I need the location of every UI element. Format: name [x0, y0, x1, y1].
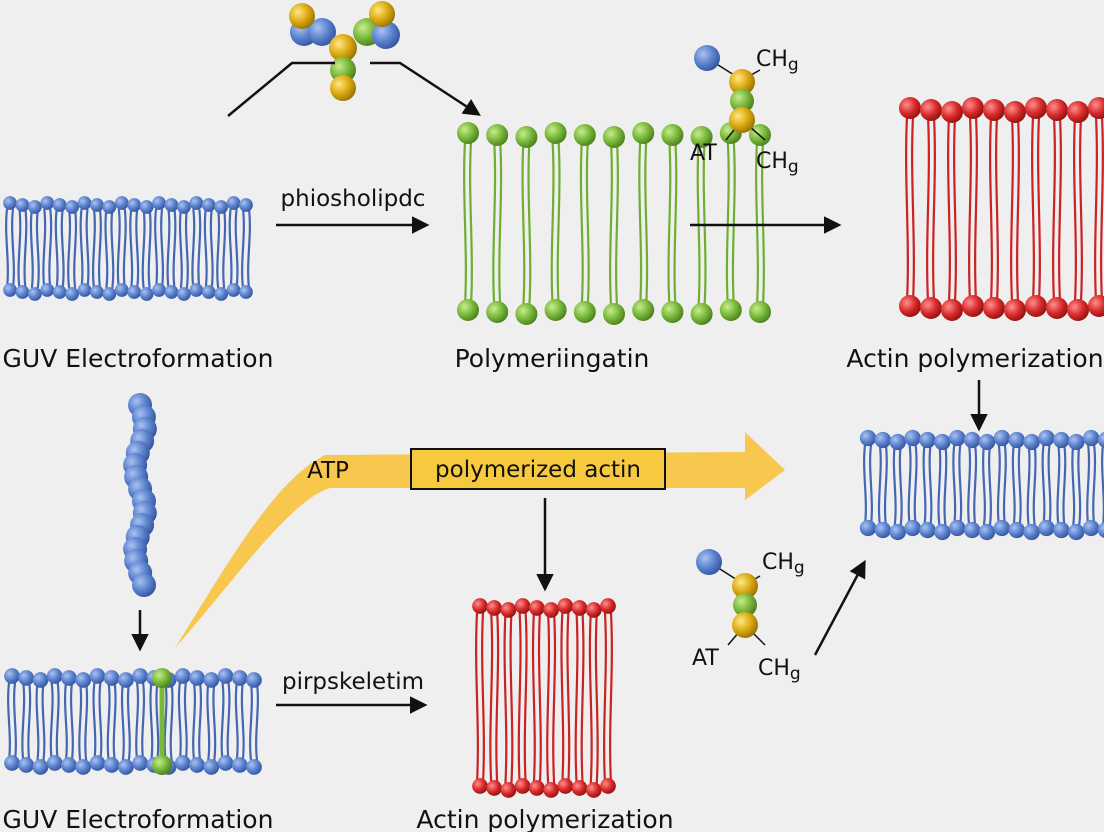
label-guv-top: GUV Electroformation — [3, 344, 274, 373]
molecule-top — [694, 45, 766, 141]
label-actin-top: Actin polymerization — [846, 344, 1103, 373]
membrane-guv-bottom — [4, 668, 262, 775]
arrow-up-right — [813, 559, 866, 656]
label-actin-bottom: Actin polymerization — [416, 805, 673, 832]
connector-line-top — [227, 61, 335, 117]
membrane-polymerizing — [457, 122, 771, 325]
label-cytoskeleton: pirpskeletim — [282, 669, 424, 695]
chem-at-top: AT — [690, 141, 717, 166]
atp-label: ATP — [307, 458, 349, 484]
label-polymerizing: Polymeriingatin — [455, 344, 650, 373]
bead-chain — [123, 393, 157, 597]
branch-molecule — [289, 1, 400, 101]
chem-ch-top-a: CHg — [756, 47, 799, 75]
label-guv-bottom: GUV Electroformation — [3, 805, 274, 832]
membrane-guv-top — [3, 196, 253, 301]
membrane-actin-bottom — [472, 598, 616, 798]
arrow-to-polymerizing — [370, 61, 481, 116]
chem-ch-top-b: CHg — [756, 149, 799, 177]
polymerized-actin-box — [410, 448, 666, 490]
chem-ch-bottom-b: CHg — [758, 656, 801, 684]
polymerized-actin-label: polymerized actin — [435, 457, 641, 483]
chem-at-bottom: AT — [692, 646, 719, 671]
membrane-actin-top — [899, 97, 1104, 321]
label-phospholipid: phiosholipdc — [281, 186, 426, 212]
chem-ch-bottom-a: CHg — [762, 550, 805, 578]
membrane-right — [859, 429, 1104, 541]
molecule-bottom — [696, 549, 766, 646]
